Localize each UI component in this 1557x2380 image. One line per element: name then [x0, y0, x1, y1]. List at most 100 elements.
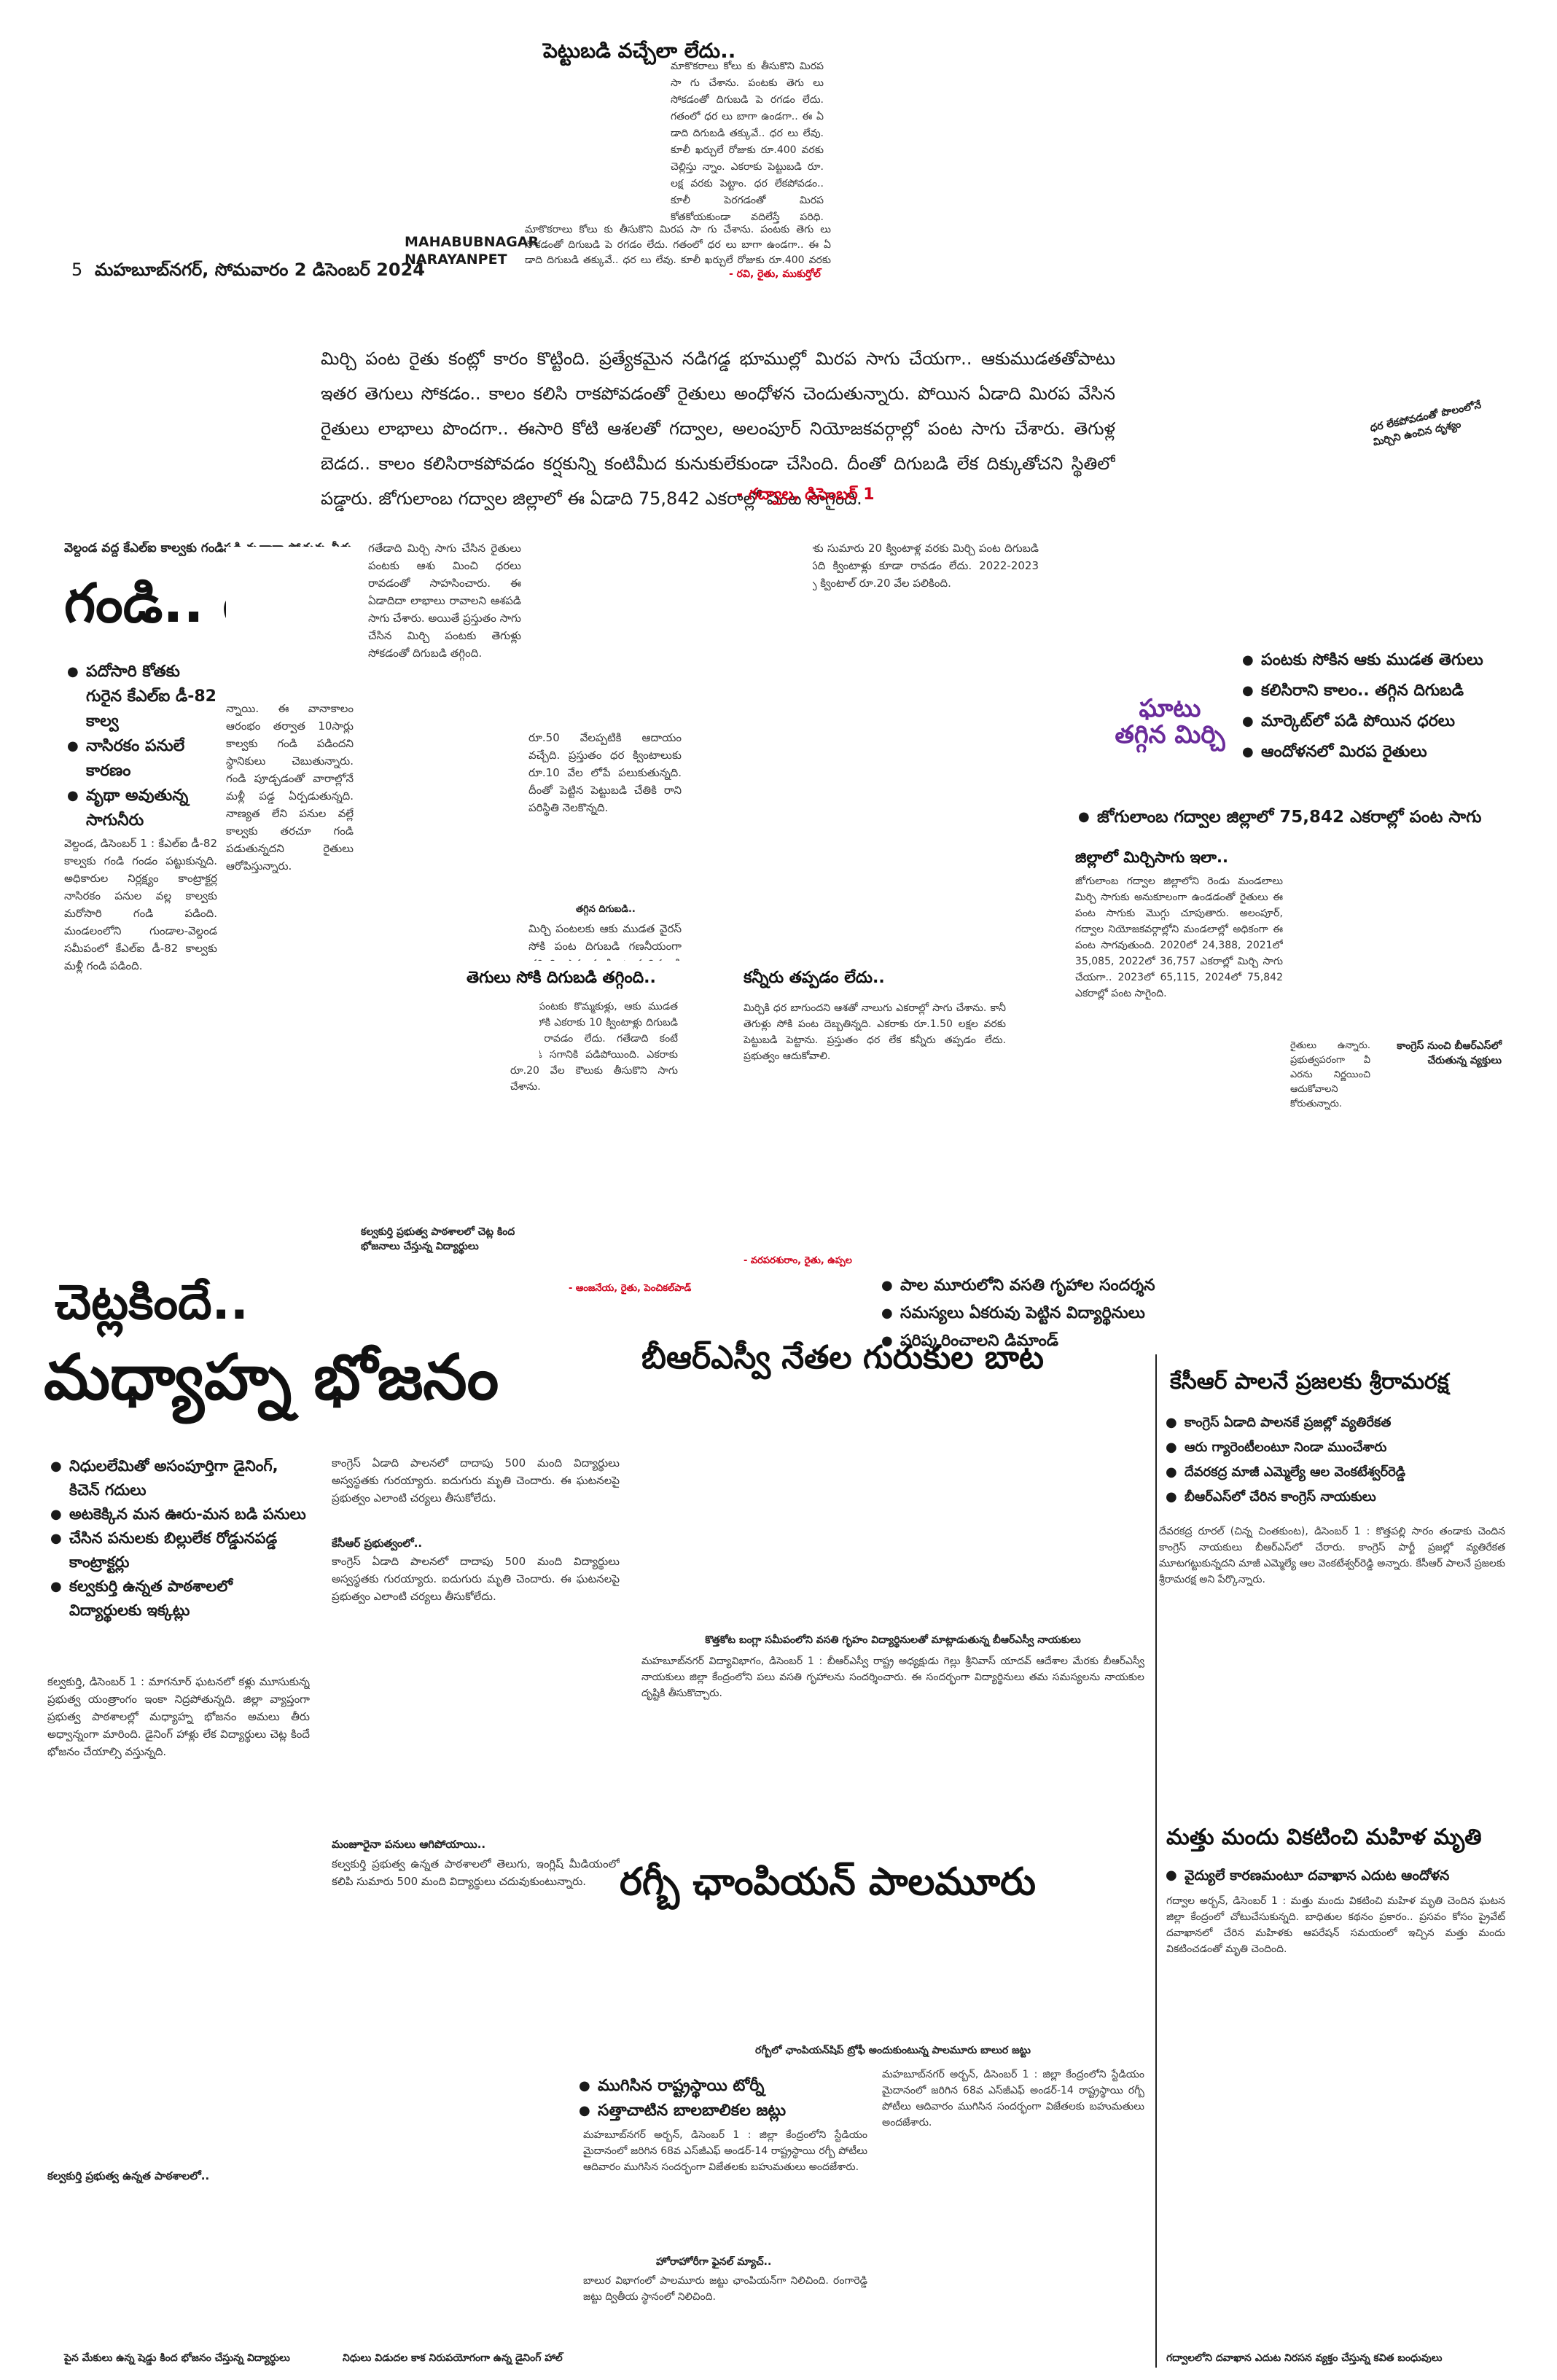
ghatu-body: జోగులాంబ గద్వాల జిల్లాలోని రెండు మండలాలు… — [1075, 875, 1283, 999]
mattu-headline: మత్తు మందు వికటించి మహిళ మృతి — [1166, 1825, 1482, 1850]
ghatu-bullet-1: పంటకు సోకిన ఆకు ముడత తెగులు — [1239, 645, 1516, 676]
rugby-bullets: ముగిసిన రాష్ట్రస్థాయి టోర్నీ సత్తాచాటిన … — [576, 2074, 882, 2123]
hostel-photo-caption: కొత్తకోట బంగ్లా సమీపంలోని వసతి గృహం విద్… — [705, 1634, 1081, 1646]
kcr-bullet-4: బీఆర్ఎస్‌లో చేరిన కాంగ్రెస్ నాయకులు — [1163, 1485, 1505, 1510]
bhojanam-body2: కాంగ్రెస్ ఏడాది పాలనలో దాదాపు 500 మంది వ… — [332, 1456, 620, 1505]
lead-story-body: మిర్చి పంట రైతు కంట్లో కారం కొట్టింది. ప… — [321, 348, 1115, 509]
kcr-bullet-3: దేవరకద్ర మాజీ ఎమ్మెల్యే ఆల వెంకటేశ్వర్‌ర… — [1163, 1460, 1505, 1485]
mattu-bullet: వైద్యులే కారణమంటూ దవాఖాన ఎదుట ఆందోళన — [1163, 1865, 1505, 1887]
bhojanam-body3: కల్వకుర్తి ప్రభుత్వ ఉన్నత పాఠశాలలో తెలుగ… — [332, 1857, 620, 1888]
chilli-photo-right — [1126, 332, 1505, 514]
canal-photo — [226, 547, 354, 671]
rugby-body2: బాలుర విభాగంలో పాలమూరు జట్టు ఛాంపియన్‌గా… — [583, 2275, 867, 2303]
telugu-story-byline: - ఆంజనేయ, రైతు, పెంచికల్‌పాడ్ — [569, 1283, 692, 1294]
column-rule-right — [1155, 1354, 1157, 2368]
mattu-bullets: వైద్యులే కారణమంటూ దవాఖాన ఎదుట ఆందోళన — [1163, 1865, 1505, 1887]
school-children-photo — [64, 1068, 356, 1272]
rugby-bullet-2: సత్తాచాటిన బాలబాలికల జట్లు — [576, 2099, 882, 2123]
gurukul-bullet-1: పాల మూరులోని వసతి గృహాల సందర్శన — [878, 1272, 1287, 1300]
region-line-1: MAHABUBNAGAR — [405, 234, 539, 250]
bhojanam-bullets: నిధులలేమితో అసంపూర్తిగా డైనింగ్, కిచెన్ … — [47, 1454, 310, 1623]
top-story-byline: - రవి, రైతు, ముకుర్తోల్ — [729, 268, 821, 280]
bhojanam-body: కల్వకుర్తి, డిసెంబర్ 1 : మాగనూర్ ఘటనలో క… — [47, 1675, 310, 1758]
gandi-bullets: పదోసారి కోతకు గురైన కేఎల్‌ఐ డీ-82 కాల్వ … — [64, 660, 217, 833]
kcr-headline: కేసీఆర్ పాలనే ప్రజలకు శ్రీరామరక్ష — [1170, 1369, 1449, 1394]
bhojanam-bullet-2: అటకెక్కిన మన ఊరు-మన బడి పనులు — [47, 1502, 310, 1526]
farmer-photo — [525, 73, 663, 219]
bhojanam-bullet-4: కల్వకుర్తి ఉన్నత పాఠశాలలో విద్యార్థులకు … — [47, 1575, 310, 1623]
bhojanam-bullet-1: నిధులలేమితో అసంపూర్తిగా డైనింగ్, కిచెన్ … — [47, 1454, 310, 1502]
mid-col-a: గతేడాది మిర్చి సాగు చేసిన రైతులు పంటకు ఆ… — [368, 542, 521, 660]
gurukul-headline: బీఆర్ఎస్వీ నేతల గురుకుల బాట — [641, 1339, 1044, 1376]
farmer-photo-2 — [689, 539, 813, 656]
bhojanam-headline-2: మధ్యాహ్న భోజనం — [44, 1341, 499, 1414]
chilli-photo-top — [831, 40, 1505, 324]
farmer-photo-3 — [481, 999, 539, 1064]
gurukul-bullet-3: పరిష్కరించాలని డిమాండ్ — [878, 1327, 1287, 1355]
ghatu-bullet-2: కలిసిరాని కాలం.. తగ్గిన దిగుబడి — [1239, 676, 1516, 706]
bhojanam-bullet-3: చేసిన పనులకు బిల్లులేక రోడ్డునపడ్డ కాంట్… — [47, 1526, 310, 1575]
ghatu-bullet-3: మార్కెట్‌లో పడి పోయిన ధరలు — [1239, 706, 1516, 737]
bhojanam-body2b: కాంగ్రెస్ ఏడాది పాలనలో దాదాపు 500 మంది వ… — [332, 1555, 620, 1603]
bhojanam-subhead-3: కల్వకుర్తి ప్రభుత్వ ఉన్నత పాఠశాలలో.. — [47, 2169, 210, 2182]
ghatu-quote: రైతులు ఉన్నారు. ప్రభుత్వపరంగా వీ ఎరను ని… — [1290, 1040, 1370, 1109]
ghatu-sub-bullet: జోగులాంబ గద్వాల జిల్లాలో 75,842 ఎకరాల్లో… — [1075, 805, 1513, 829]
ghatu-bullets: పంటకు సోకిన ఆకు ముడత తెగులు కలిసిరాని కా… — [1239, 645, 1516, 768]
kanniru-body: మిర్చికి ధర బాగుందని ఆశతో నాలుగు ఎకరాల్ల… — [744, 1002, 1006, 1062]
ghatu-headline-line1: ఘాటు — [1139, 694, 1201, 723]
rugby-bullet-1: ముగిసిన రాష్ట్రస్థాయి టోర్నీ — [576, 2074, 882, 2099]
gandi-bullet-3: వృథా అవుతున్న సాగునీరు — [64, 784, 217, 833]
bhojanam-footer-caption: పైన మేకులు ఉన్న షెడ్డు కింద భోజనం చేస్తు… — [64, 2352, 290, 2364]
ghatu-headline: ఘాటు తగ్గిన మిర్చి — [1108, 694, 1232, 749]
region-label: MAHABUBNAGAR NARAYANPET — [405, 233, 539, 268]
mid-col-b2: మిర్చి పంటలకు ఆకు ముడత వైరస్ సోకి పంట ది… — [528, 922, 682, 961]
bhojanam-subhead-1: కేసీఆర్ ప్రభుత్వంలో.. — [332, 1537, 423, 1550]
gandi-bullet-2: నాసిరకం పనులే కారణం — [64, 734, 217, 784]
kcr-bullets: కాంగ్రెస్ ఏడాది పాలనకే ప్రజల్లో వ్యతిరేక… — [1163, 1411, 1505, 1510]
page-number: 5 — [71, 260, 83, 280]
protest-photo — [1163, 2114, 1505, 2340]
gurukul-bullets: పాల మూరులోని వసతి గృహాల సందర్శన సమస్యలు … — [878, 1272, 1287, 1355]
school-photo-caption: కల్వకుర్తి ప్రభుత్వ పాఠశాలలో చెట్ల కింద … — [361, 1226, 515, 1252]
lead-story-dateline: - గద్వాల, డిసెంబర్ 1 — [736, 485, 875, 504]
top-story-body-a: మాకొకరాలు కోలు కు తీసుకొని మిరప సా గు చే… — [671, 61, 824, 223]
kcr-bullet-2: ఆరు గ్యారెంటీలంటూ నిండా ముంచేశారు — [1163, 1435, 1505, 1460]
dining-hall-photos — [44, 2260, 612, 2347]
gandi-bullet-1: పదోసారి కోతకు గురైన కేఎల్‌ఐ డీ-82 కాల్వ — [64, 660, 217, 734]
top-story-body-b: మాకొకరాలు కోలు కు తీసుకొని మిరప సా గు చే… — [525, 224, 831, 266]
ghatu-sub-bullet-list: జోగులాంబ గద్వాల జిల్లాలో 75,842 ఎకరాల్లో… — [1075, 805, 1513, 829]
mid-col-b-subhead: తగ్గిన దిగుబడి.. — [576, 904, 636, 915]
rugby-subhead: హోరాహోరీగా ఫైనల్ మ్యాచ్.. — [656, 2256, 772, 2268]
ghatu-bullet-4: ఆందోళనలో మిరప రైతులు — [1239, 737, 1516, 768]
telugu-story-headline: తెగులు సోకి దిగుబడి తగ్గింది.. — [467, 969, 656, 987]
bhojanam-headline-1: చెట్లకిందే.. — [55, 1274, 249, 1330]
gandi-body-col2: న్నాయి. ఈ వానాకాలం ఆరంభం తర్వాత 10సార్లు… — [226, 702, 354, 873]
rugby-body: మహబూబ్‌నగర్ అర్బన్, డిసెంబర్ 1 : జిల్లా … — [583, 2129, 867, 2173]
telugu-story-body: మిర్చి పంటకు కొమ్మకుళ్లు, ఆకు ముడత వైరస్… — [510, 1001, 678, 1093]
bhojanam-footer-caption-2: నిధులు విడుదల కాక నిరుపయోగంగా ఉన్న డైనిం… — [343, 2352, 563, 2364]
mattu-footer-caption: గద్వాలలోని దవాఖాన ఎదుట నిరసన వ్యక్తం చేస… — [1166, 2352, 1443, 2364]
rugby-body-col2: మహబూబ్‌నగర్ అర్బన్, డిసెంబర్ 1 : జిల్లా … — [882, 2069, 1144, 2129]
ghatu-headline-line2: తగ్గిన మిర్చి — [1115, 719, 1225, 749]
kcr-bullet-1: కాంగ్రెస్ ఏడాది పాలనకే ప్రజల్లో వ్యతిరేక… — [1163, 1411, 1505, 1435]
hostel-visit-photo — [641, 1396, 1144, 1629]
ghatu-photo-caption: కాంగ్రెస్ నుంచి బీఆర్ఎస్‌లో చేరుతున్న వ్… — [1397, 1040, 1502, 1066]
gandi-body-col1: వెల్దండ, డిసెంబర్ 1 : కేఎల్‌ఐ డీ-82 కాల్… — [64, 837, 217, 972]
ghatu-subhead: జిల్లాలో మిర్చిసాగు ఇలా.. — [1075, 848, 1228, 866]
kcr-body: దేవరకద్ర రూరల్ (చిన్న చింతకుంట), డిసెంబర… — [1159, 1526, 1505, 1585]
gurukul-body: మహబూబ్‌నగర్ విద్యావిభాగం, డిసెంబర్ 1 : బ… — [641, 1655, 1144, 1699]
rugby-photo-caption: రగ్బీలో ఛాంపియన్‌షిప్ ట్రోఫీ అందుకుంటున్… — [755, 2045, 1031, 2056]
chilli-photo-left — [64, 332, 327, 499]
bhojanam-subhead-2: మంజూరైనా పనులు ఆగిపోయాయి.. — [332, 1838, 486, 1851]
chilli-field-photo — [528, 536, 682, 718]
top-story-headline: పెట్టుబడి వచ్చేలా లేదు.. — [543, 39, 736, 63]
gurukul-bullet-2: సమస్యలు ఏకరువు పెట్టిన విద్యార్థినులు — [878, 1300, 1287, 1327]
kanniru-byline: - వరపరశురాం, రైతు, ఉప్పల — [744, 1255, 852, 1266]
dateline: మహబూబ్‌నగర్, సోమవారం 2 డిసెంబర్ 2024 — [95, 260, 425, 280]
rugby-headline: రగ్బీ ఛాంపియన్ పాలమూరు — [620, 1860, 1036, 1904]
dried-chilli-photo — [1290, 875, 1505, 1035]
mid-col-b: రూ.50 వేలప్పటికి ఆదాయం వచ్చేది. ప్రస్తుత… — [528, 731, 682, 814]
region-line-2: NARAYANPET — [405, 251, 507, 268]
kanniru-headline: కన్నీరు తప్పడం లేదు.. — [744, 969, 885, 987]
